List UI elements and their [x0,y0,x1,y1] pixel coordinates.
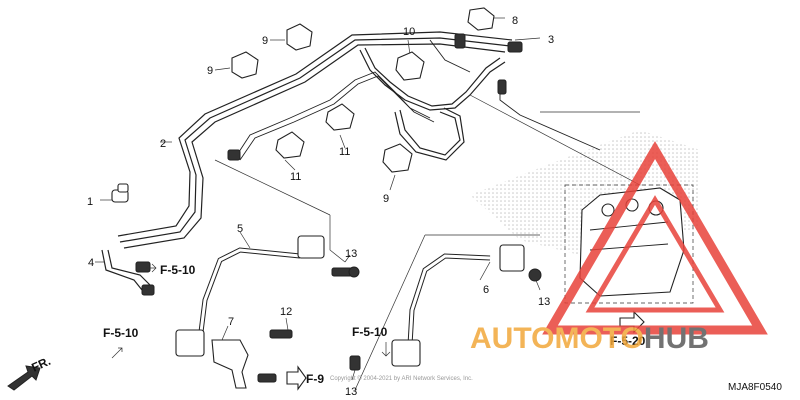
part-label-4: 4 [88,257,94,269]
part-number-labels: 1 2 3 4 5 6 7 8 9 9 9 10 11 11 12 13 13 … [87,15,554,398]
copyright-text: Copyright © 2004-2021 by ARI Network Ser… [330,375,473,382]
watermark-logo: AUTOMOTOHUB [470,141,768,355]
part-label-10: 10 [403,26,415,38]
part-label-6: 6 [483,284,489,296]
ref-f-5-10-left: F-5-10 [160,263,196,277]
part-label-11-left: 11 [290,171,301,183]
flare-nuts [135,33,523,296]
brake-hose-6 [391,244,525,367]
part-label-7: 7 [228,316,234,328]
arrow-icon [111,347,123,359]
fr-arrow-icon [7,365,41,391]
watermark-auto: AUTO [470,322,554,355]
part-label-3: 3 [548,34,554,46]
bolts [257,266,542,383]
ref-f-5-20: F-5-20 [610,334,646,348]
part-label-5: 5 [237,223,243,235]
ref-f-5-10-bottom-left: F-5-10 [103,326,139,340]
part-label-9-lower: 9 [383,193,389,205]
arrow-right-icon [286,365,307,391]
brake-hose-5 [175,235,325,357]
part-label-9-left: 9 [207,65,213,77]
part-label-13-top: 13 [345,248,357,260]
watermark-hub: HUB [644,322,709,355]
part-label-12: 12 [280,306,292,318]
watermark-moto: MOTO [554,322,643,355]
section-references: F-5-10 F-5-10 F-5-10 F-5-20 F-9 [103,263,646,391]
fr-label: FR. [29,354,52,375]
pipe-clamps [111,7,495,203]
part-label-1: 1 [87,196,93,208]
arrow-icon [381,342,391,357]
watermark-inner-triangle [585,195,725,313]
part-label-2: 2 [160,138,166,150]
part-label-9-top: 9 [262,35,268,47]
part-label-13-bottom: 13 [345,386,357,398]
part-label-11-right: 11 [339,146,350,158]
part-label-13-right: 13 [538,296,550,308]
ref-f-5-10-center: F-5-10 [352,325,388,339]
watermark-wordmark: AUTOMOTOHUB [470,322,709,355]
front-direction-indicator: FR. [7,354,53,391]
part-label-8: 8 [512,15,518,27]
arrow-icon [146,263,157,273]
diagram-code: MJA8F0540 [728,382,782,393]
ref-f-9: F-9 [306,372,324,386]
bracket-7 [211,339,249,389]
